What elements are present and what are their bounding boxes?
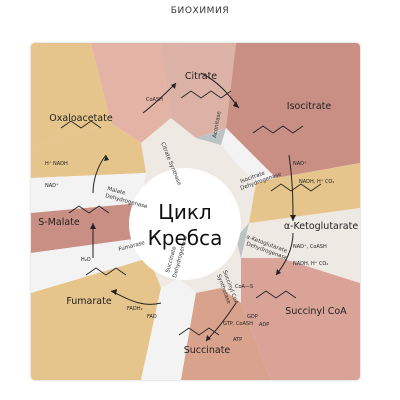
succinylcoa-structure bbox=[255, 290, 297, 299]
cofactor-atp: ATP bbox=[233, 337, 242, 343]
metabolite-labels: Citrate Isocitrate α-Ketoglutarate Succi… bbox=[38, 71, 358, 356]
citrate-structure bbox=[180, 90, 232, 99]
center-title-line2: Кребса bbox=[148, 226, 223, 250]
panel-citrate-synthase bbox=[91, 43, 171, 143]
cofactor-h2o: H₂O bbox=[81, 257, 91, 263]
panel-fumarase bbox=[31, 238, 149, 293]
label-fumarate: Fumarate bbox=[66, 296, 111, 307]
arrow-heads bbox=[90, 83, 296, 341]
label-isocitrate: Isocitrate bbox=[287, 101, 332, 112]
krebs-cycle-card: Цикл Кребса Citrate Isocitrate α-Ketoglu… bbox=[31, 43, 360, 380]
panel-s-malate bbox=[31, 203, 141, 253]
cofactor-adp: ADP bbox=[259, 322, 269, 328]
fumarate-structure bbox=[85, 267, 127, 276]
enzyme-aconitase: Aconitase bbox=[212, 110, 223, 138]
cofactor-nadh-co2-1: NADH, H⁺ CO₂ bbox=[299, 179, 334, 185]
panel-aconitase bbox=[221, 128, 276, 183]
panel-oxaloacetate bbox=[31, 123, 146, 178]
oxaloacetate-structure bbox=[60, 120, 102, 129]
arrow-malate-oxaloacetate bbox=[92, 154, 107, 194]
panel-a-ketoglutarate bbox=[249, 163, 360, 223]
cofactor-gdp: GDP bbox=[247, 314, 258, 320]
isocitrate-structure bbox=[252, 125, 304, 134]
molecule-structures bbox=[60, 90, 322, 336]
panel-succinate bbox=[181, 288, 271, 380]
cofactor-nad-3: NAD⁺ bbox=[45, 183, 59, 189]
cofactor-fad: FAD bbox=[147, 314, 157, 320]
panel-citrate bbox=[161, 43, 236, 138]
cofactor-h-nadh: H⁺ NADH bbox=[45, 161, 68, 167]
cofactor-nad-2: NAD⁺, CoASH bbox=[293, 244, 327, 250]
label-a-ketoglutarate: α-Ketoglutarate bbox=[284, 221, 359, 232]
panel-akg-dh bbox=[241, 208, 360, 283]
panel-isocitrate bbox=[226, 43, 360, 178]
enzyme-malate-dh-1: Malate bbox=[106, 186, 126, 197]
panel-succinate-dh bbox=[141, 278, 196, 380]
cofactor-nad-1: NAD⁺ bbox=[293, 161, 307, 167]
cofactor-fadh2: FADH₂ bbox=[127, 306, 142, 312]
label-succinyl-coa: Succinyl CoA bbox=[285, 306, 347, 317]
cofactor-coa-s: CoA—S bbox=[235, 284, 253, 290]
succinate-structure bbox=[178, 327, 220, 336]
header-label: БИОХИМИЯ bbox=[170, 6, 230, 16]
panel-malate-dh bbox=[31, 173, 146, 213]
panel-oxaloacetate-top bbox=[31, 43, 111, 148]
label-citrate: Citrate bbox=[185, 71, 217, 82]
cofactor-labels: CoASH NAD⁺ NADH, H⁺ CO₂ NAD⁺, CoASH NADH… bbox=[45, 97, 334, 343]
panel-grey-1 bbox=[196, 128, 226, 145]
label-s-malate: S-Malate bbox=[38, 217, 80, 228]
cofactor-gtp-coash: GTP, CoASH bbox=[223, 321, 253, 327]
panel-grey-3 bbox=[236, 223, 249, 258]
panel-succinyl-coa bbox=[241, 258, 360, 380]
label-oxaloacetate: Oxaloacetate bbox=[49, 113, 113, 124]
center-title-line1: Цикл bbox=[158, 200, 211, 224]
malate-structure bbox=[68, 205, 110, 214]
panel-fumarate bbox=[31, 258, 161, 380]
akg-structure bbox=[270, 183, 322, 192]
sector-panels bbox=[31, 43, 360, 380]
center-circle bbox=[129, 168, 241, 280]
krebs-cycle-diagram: Цикл Кребса Citrate Isocitrate α-Ketoglu… bbox=[31, 43, 360, 380]
cofactor-nadh-co2-2: NADH, H⁺ CO₂ bbox=[293, 261, 328, 267]
cofactor-coash: CoASH bbox=[146, 97, 163, 103]
label-succinate: Succinate bbox=[184, 345, 231, 356]
